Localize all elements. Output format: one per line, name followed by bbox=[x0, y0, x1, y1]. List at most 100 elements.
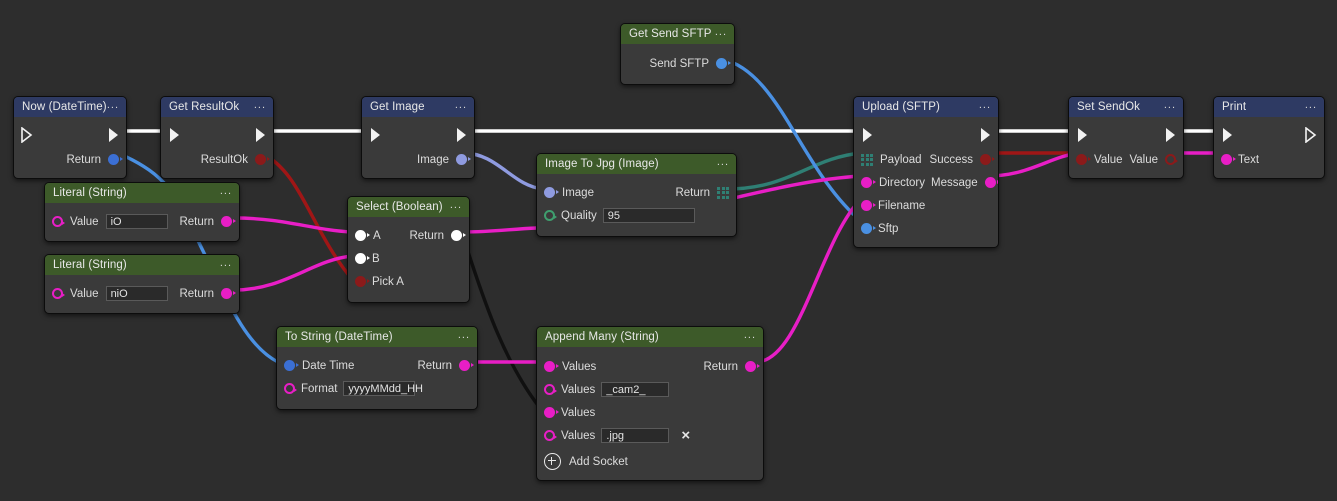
socket-resultok-bool[interactable] bbox=[255, 154, 270, 165]
node-now-datetime[interactable]: Now (DateTime) ... Return bbox=[13, 96, 127, 179]
node-header[interactable]: Set SendOk ... bbox=[1069, 97, 1183, 117]
remove-socket-icon[interactable]: × bbox=[681, 427, 691, 444]
node-get-send-sftp[interactable]: Get Send SFTP ... Send SFTP bbox=[620, 23, 735, 85]
socket-quality-number[interactable] bbox=[544, 210, 557, 221]
socket-values-2[interactable] bbox=[544, 384, 557, 395]
socket-value-in-bool[interactable] bbox=[1076, 154, 1091, 165]
socket-payload-array[interactable] bbox=[861, 153, 873, 166]
node-header[interactable]: Now (DateTime) ... bbox=[14, 97, 126, 117]
node-menu-icon[interactable]: ... bbox=[253, 98, 266, 111]
node-header[interactable]: Literal (String) ... bbox=[45, 183, 239, 203]
socket-directory-string[interactable] bbox=[861, 177, 876, 188]
node-header[interactable]: Image To Jpg (Image) ... bbox=[537, 154, 736, 174]
node-title: Get Send SFTP bbox=[629, 28, 712, 40]
node-header[interactable]: Get Image ... bbox=[362, 97, 474, 117]
node-menu-icon[interactable]: ... bbox=[449, 198, 462, 211]
node-append-many-string[interactable]: Append Many (String) ... Values Return V… bbox=[536, 326, 764, 481]
node-get-resultok[interactable]: Get ResultOk ... ResultOk bbox=[160, 96, 274, 179]
node-menu-icon[interactable]: ... bbox=[743, 328, 756, 341]
node-menu-icon[interactable]: ... bbox=[716, 155, 729, 168]
node-header[interactable]: Select (Boolean) ... bbox=[348, 197, 469, 217]
socket-format-string[interactable] bbox=[284, 383, 297, 394]
node-header[interactable]: Get ResultOk ... bbox=[161, 97, 273, 117]
node-menu-icon[interactable]: ... bbox=[219, 184, 232, 197]
exec-out-icon[interactable] bbox=[1163, 127, 1177, 143]
node-menu-icon[interactable]: ... bbox=[457, 328, 470, 341]
node-header[interactable]: To String (DateTime) ... bbox=[277, 327, 477, 347]
exec-out-icon[interactable] bbox=[454, 127, 468, 143]
socket-message-string[interactable] bbox=[984, 177, 998, 188]
exec-in-icon[interactable] bbox=[1075, 127, 1089, 143]
exec-out-icon[interactable] bbox=[1304, 127, 1318, 143]
node-menu-icon[interactable]: ... bbox=[978, 98, 991, 111]
quality-input[interactable]: 95 bbox=[602, 208, 695, 223]
socket-value-string[interactable] bbox=[52, 216, 65, 227]
node-get-image[interactable]: Get Image ... Image bbox=[361, 96, 475, 179]
socket-b-wildcard[interactable] bbox=[355, 253, 370, 264]
exec-out-icon[interactable] bbox=[106, 127, 120, 143]
add-socket-button[interactable]: Add Socket bbox=[537, 447, 763, 470]
socket-value-string[interactable] bbox=[52, 288, 65, 299]
exec-in-icon[interactable] bbox=[368, 127, 382, 143]
exec-out-icon[interactable] bbox=[253, 127, 267, 143]
socket-return-wildcard[interactable] bbox=[451, 230, 466, 241]
exec-in-icon[interactable] bbox=[167, 127, 181, 143]
socket-pick-a-bool[interactable] bbox=[355, 276, 370, 287]
input-label: Values bbox=[562, 360, 597, 373]
socket-image[interactable] bbox=[544, 187, 559, 198]
socket-return-array[interactable] bbox=[717, 186, 729, 199]
socket-values-3[interactable] bbox=[544, 407, 559, 418]
node-body: Send SFTP bbox=[621, 44, 734, 84]
exec-out-icon[interactable] bbox=[978, 127, 992, 143]
node-menu-icon[interactable]: ... bbox=[1163, 98, 1176, 111]
node-menu-icon[interactable]: ... bbox=[106, 98, 119, 111]
node-literal-string-2[interactable]: Literal (String) ... Value niO Return bbox=[44, 254, 240, 314]
socket-return-string[interactable] bbox=[221, 216, 236, 227]
socket-success-bool[interactable] bbox=[980, 154, 995, 165]
node-to-string-datetime[interactable]: To String (DateTime) ... Date Time Retur… bbox=[276, 326, 478, 410]
exec-in-icon[interactable] bbox=[1220, 127, 1234, 143]
node-menu-icon[interactable]: ... bbox=[454, 98, 467, 111]
node-menu-icon[interactable]: ... bbox=[1304, 98, 1317, 111]
value-input[interactable]: iO bbox=[105, 214, 168, 229]
exec-in-icon[interactable] bbox=[20, 127, 34, 143]
node-header[interactable]: Get Send SFTP ... bbox=[621, 24, 734, 44]
socket-values-1[interactable] bbox=[544, 361, 559, 372]
node-header[interactable]: Literal (String) ... bbox=[45, 255, 239, 275]
socket-return-string[interactable] bbox=[745, 361, 760, 372]
exec-in-icon[interactable] bbox=[860, 127, 874, 143]
node-print[interactable]: Print ... Text bbox=[1213, 96, 1325, 179]
socket-values-4[interactable] bbox=[544, 430, 557, 441]
node-body: Date Time Return Format yyyyMMdd_HH bbox=[277, 347, 477, 409]
socket-send-sftp[interactable] bbox=[716, 58, 731, 69]
node-literal-string-1[interactable]: Literal (String) ... Value iO Return bbox=[44, 182, 240, 242]
node-image-to-jpg[interactable]: Image To Jpg (Image) ... Image Return Qu… bbox=[536, 153, 737, 237]
socket-return-string[interactable] bbox=[221, 288, 236, 299]
socket-a-wildcard[interactable] bbox=[355, 230, 370, 241]
socket-return-datetime[interactable] bbox=[108, 154, 123, 165]
format-input[interactable]: yyyyMMdd_HH bbox=[343, 381, 423, 396]
node-body: Values Return Values _cam2_ Values Value… bbox=[537, 347, 763, 480]
socket-filename-string[interactable] bbox=[861, 200, 876, 211]
node-menu-icon[interactable]: ... bbox=[219, 256, 232, 269]
socket-image[interactable] bbox=[456, 154, 471, 165]
socket-text-string[interactable] bbox=[1221, 154, 1236, 165]
input-label: Format bbox=[301, 382, 338, 395]
socket-date-time[interactable] bbox=[284, 360, 299, 371]
values-4-input[interactable]: .jpg bbox=[601, 428, 670, 443]
value-input[interactable]: niO bbox=[105, 286, 168, 301]
node-menu-icon[interactable]: ... bbox=[714, 25, 727, 38]
node-set-sendok[interactable]: Set SendOk ... Value Value bbox=[1068, 96, 1184, 179]
node-header[interactable]: Append Many (String) ... bbox=[537, 327, 763, 347]
row-payload-success: Payload Success bbox=[854, 148, 998, 171]
socket-sftp[interactable] bbox=[861, 223, 876, 234]
input-label: Value bbox=[70, 287, 99, 300]
node-header[interactable]: Upload (SFTP) ... bbox=[854, 97, 998, 117]
node-upload-sftp[interactable]: Upload (SFTP) ... Payload Success bbox=[853, 96, 999, 248]
node-header[interactable]: Print ... bbox=[1214, 97, 1324, 117]
socket-value-out-bool[interactable] bbox=[1165, 154, 1178, 165]
values-2-input[interactable]: _cam2_ bbox=[601, 382, 670, 397]
node-select-boolean[interactable]: Select (Boolean) ... A Return B Pick bbox=[347, 196, 470, 303]
socket-return-string[interactable] bbox=[459, 360, 474, 371]
